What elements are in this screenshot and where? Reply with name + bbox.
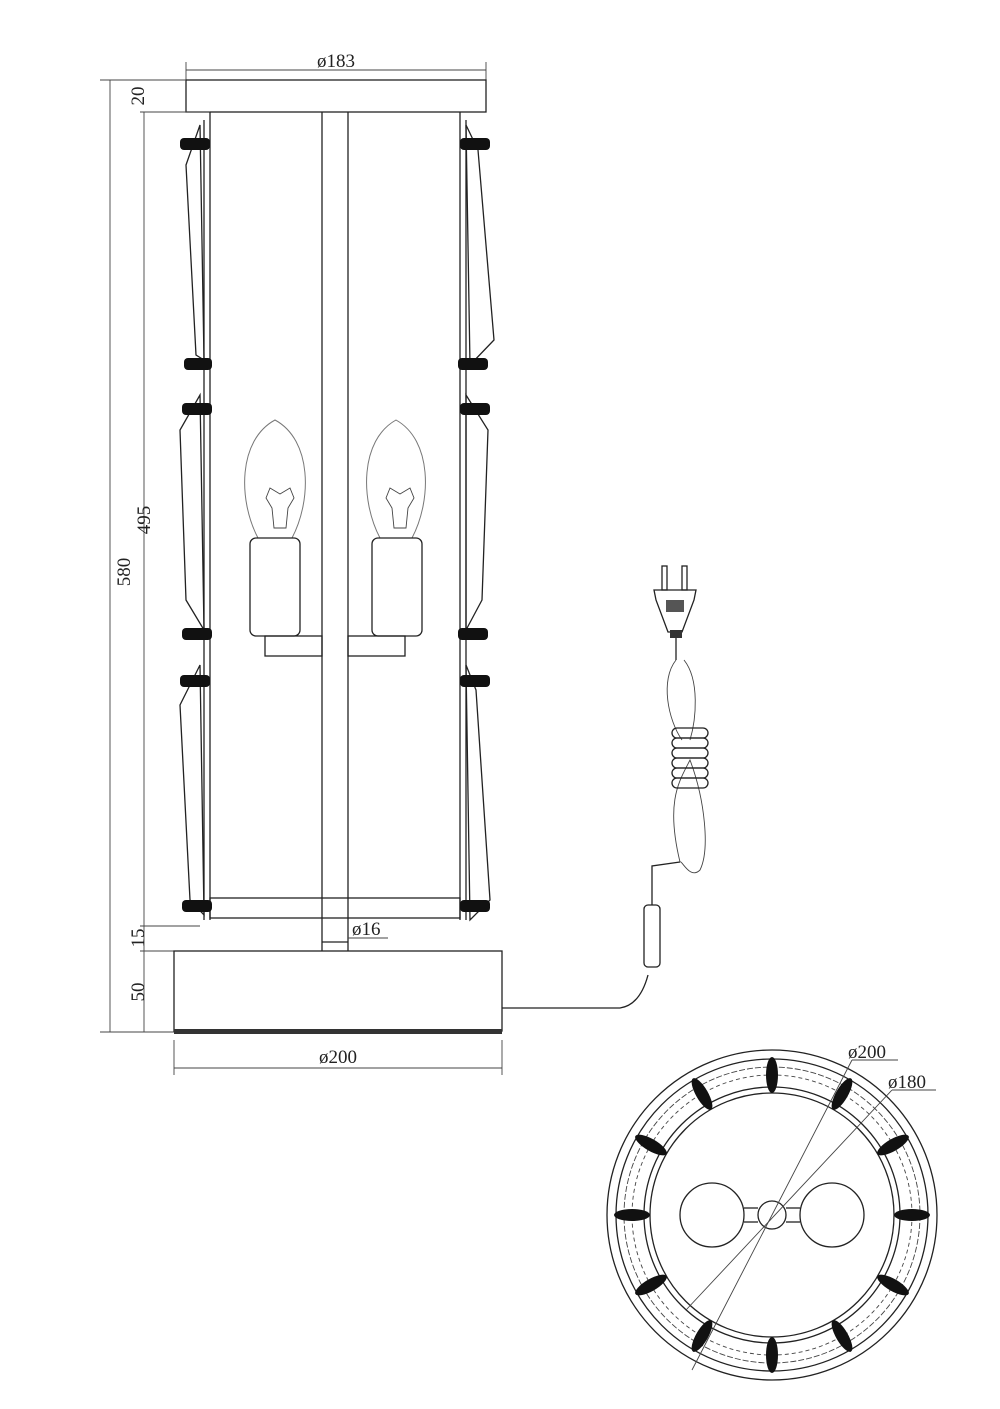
plug-icon <box>653 565 697 638</box>
top-cap <box>185 79 487 113</box>
stem-gap-label: 15 <box>128 929 149 948</box>
dimension-stem-diameter: ø16 <box>348 919 388 940</box>
top-width-label: ø183 <box>317 51 355 72</box>
left-bulb <box>244 419 323 657</box>
dimension-total-height: 580 <box>100 79 186 1033</box>
base-height-label: 50 <box>128 983 149 1002</box>
dimension-base-height: 50 <box>128 950 174 1002</box>
top-height-label: 20 <box>128 87 149 106</box>
base-width-label: ø200 <box>319 1047 357 1068</box>
top-stem <box>757 1200 787 1230</box>
total-height-label: 580 <box>114 558 135 587</box>
top-inner-diameter-label: ø180 <box>888 1072 926 1093</box>
body-height-label: 495 <box>134 506 155 535</box>
power-cord <box>502 565 709 1009</box>
dimension-top-width: ø183 <box>185 51 487 112</box>
top-view: ø200 ø180 <box>606 1042 938 1381</box>
dimension-body-height: 495 <box>134 112 155 1032</box>
outer-circle <box>606 1049 938 1381</box>
dimension-stem-gap: 15 <box>128 925 200 948</box>
top-bulb-left <box>679 1182 745 1248</box>
cord-coil <box>671 727 709 789</box>
crystal-clips <box>614 1057 930 1373</box>
top-bulb-right <box>799 1182 865 1248</box>
lamp-base: ø200 <box>173 950 503 1075</box>
left-crystal-panels <box>179 124 212 917</box>
dimension-top-height: 20 <box>128 87 210 113</box>
inline-switch <box>643 904 661 968</box>
side-view: ø183 580 20 495 15 50 <box>100 51 503 1075</box>
top-outer-diameter-label: ø200 <box>848 1042 886 1063</box>
right-bulb <box>347 419 426 657</box>
right-crystal-panels <box>458 124 495 922</box>
stem-diameter-label: ø16 <box>352 919 381 940</box>
